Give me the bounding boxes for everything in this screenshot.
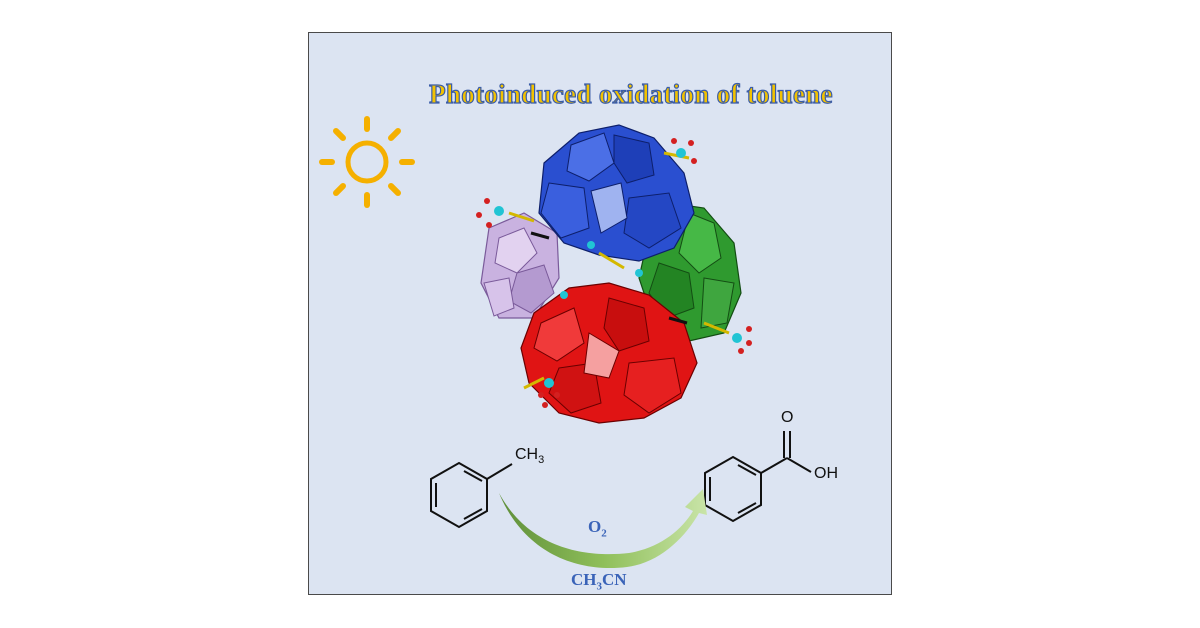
toluene-structure [430,461,513,529]
oxidant-label: O2 [588,517,607,540]
sun-icon [319,116,415,208]
reaction-arrow [499,489,707,569]
methyl-group-label: CH3 [515,446,545,467]
polyoxometalate-cluster [476,124,752,424]
figure-panel: Photoinduced oxidation of toluene [308,32,892,595]
cluster-pink-lobe [480,212,560,319]
scene-graphic [319,116,812,569]
benzoic-acid-structure [704,431,812,523]
solvent-label: CH3CN [571,570,627,593]
cluster-red-lobe [520,282,698,424]
figure-title: Photoinduced oxidation of toluene [429,78,834,109]
cluster-atoms [476,138,752,408]
cluster-blue-lobe [538,124,695,262]
carbonyl-oxygen-label: O [781,409,794,426]
hydroxyl-label: OH [814,465,838,482]
